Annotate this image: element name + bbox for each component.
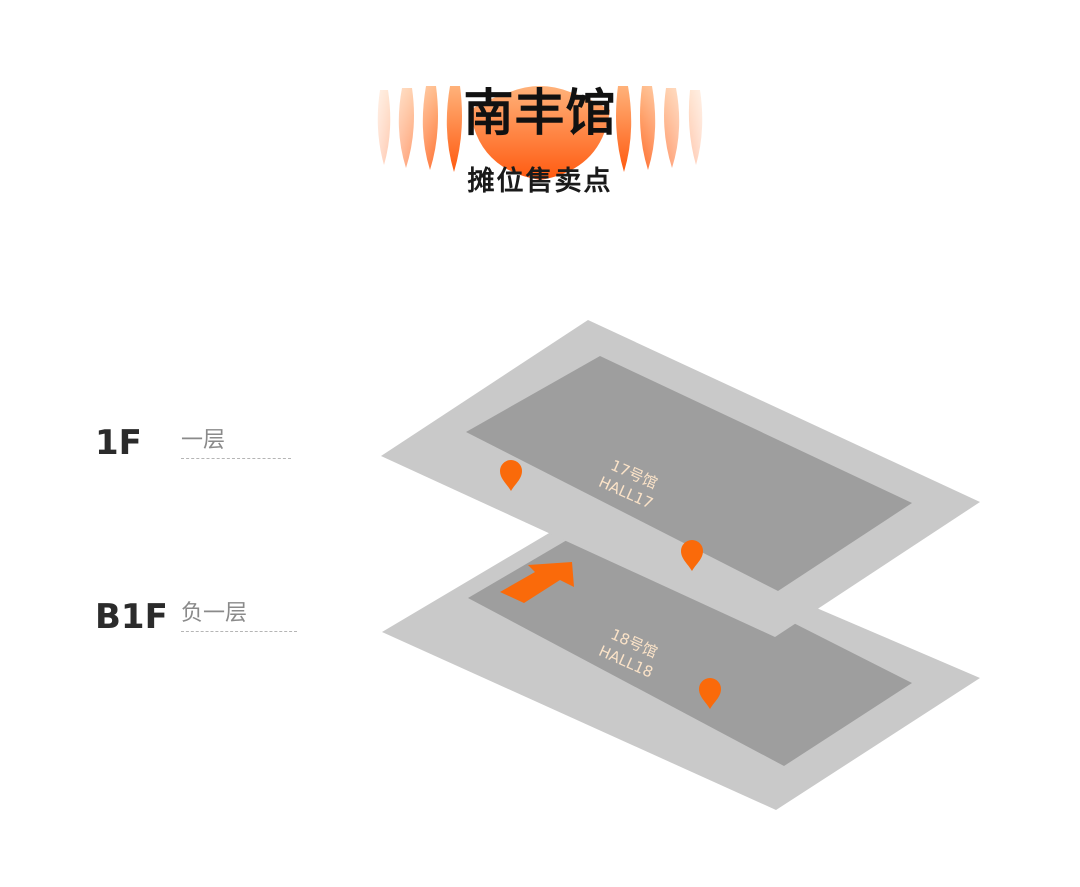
floor-name-b1f: 负一层 (181, 603, 297, 632)
up-arrow-icon (500, 562, 574, 603)
location-pin-icon (500, 460, 522, 491)
hall-area-17 (466, 356, 912, 591)
location-pin-icon (681, 540, 703, 571)
hall-area-18 (468, 523, 912, 766)
page-title: 南丰馆 (463, 84, 617, 142)
title-decoration (360, 70, 720, 180)
floor-code-1f: 1F (95, 423, 142, 463)
floor-name-1f: 一层 (181, 430, 291, 459)
floor-code-b1f: B1F (95, 597, 168, 637)
page-subtitle: 摊位售卖点 (467, 166, 613, 197)
location-pin-icon (699, 678, 721, 709)
floor-slab-1f: 17号馆 HALL17 (381, 320, 980, 637)
